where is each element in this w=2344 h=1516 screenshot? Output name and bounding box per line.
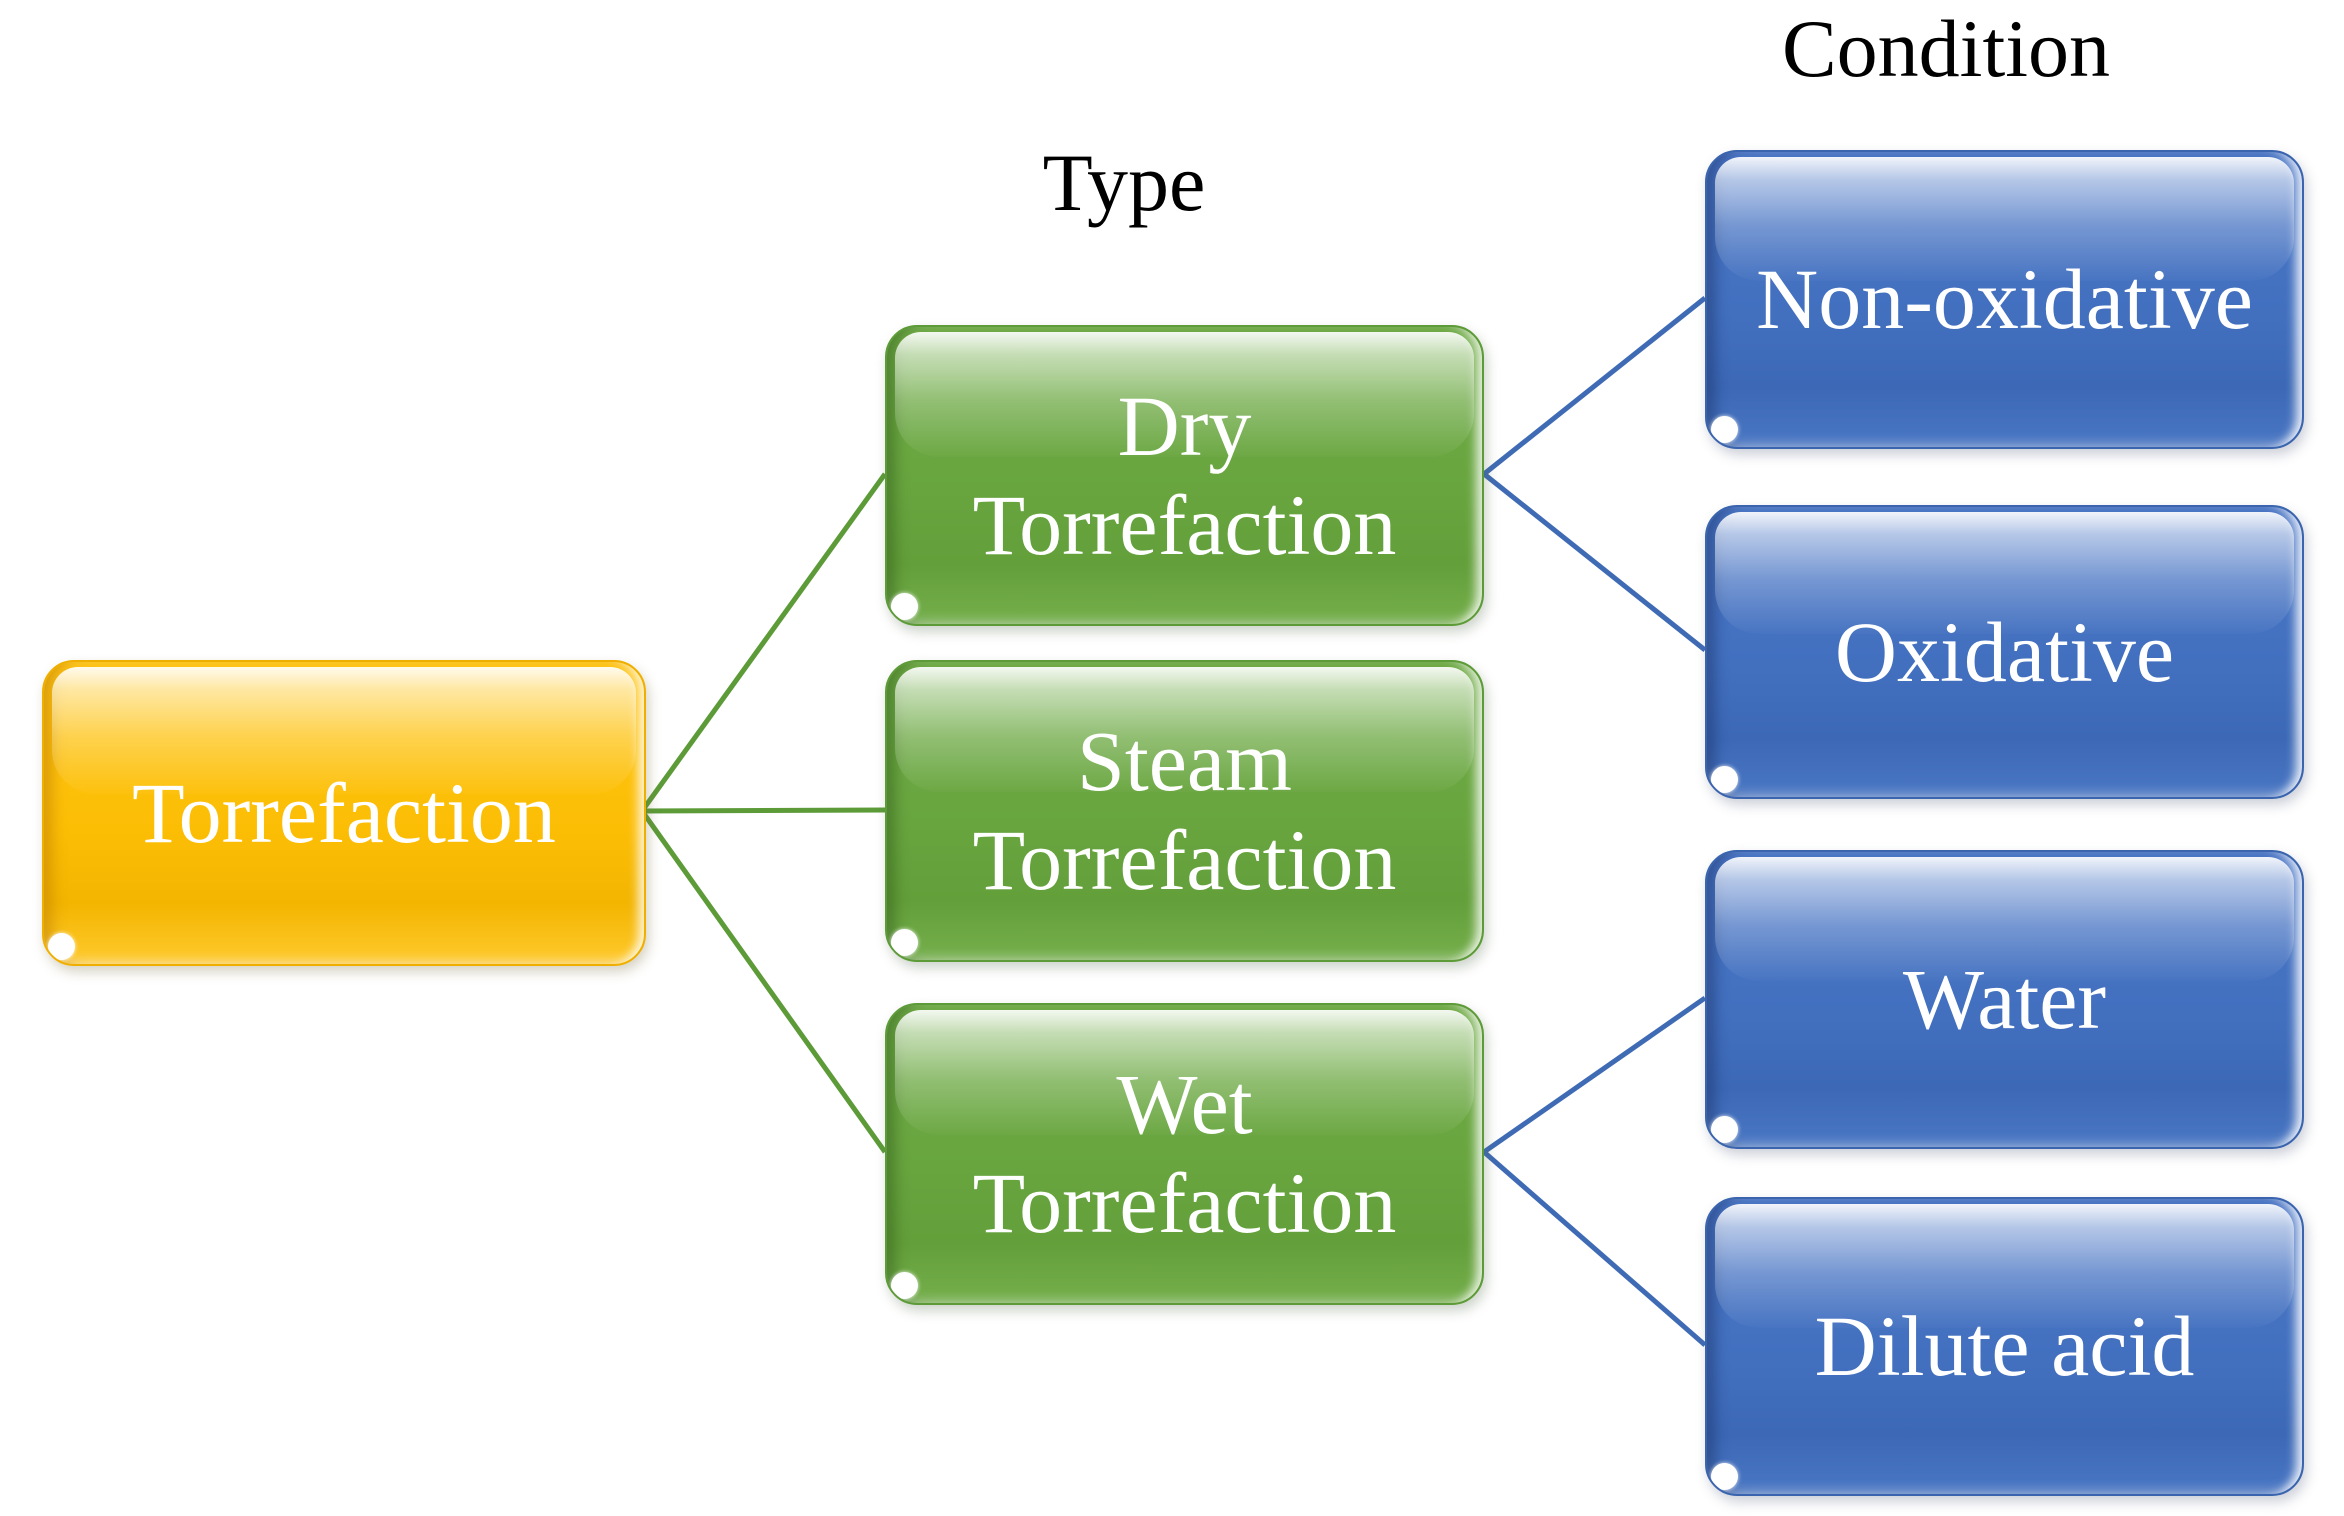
node-wet-torrefaction: Wet Torrefaction <box>885 1003 1484 1305</box>
node-dilute-acid-label: Dilute acid <box>1814 1298 2195 1395</box>
node-steam-torrefaction: Steam Torrefaction <box>885 660 1484 962</box>
node-water: Water <box>1705 850 2304 1149</box>
node-dry-torrefaction-label: Dry Torrefaction <box>972 377 1397 573</box>
edge-dry-nonoxidative <box>1482 296 1707 476</box>
node-non-oxidative-label: Non-oxidative <box>1756 251 2253 348</box>
node-wet-torrefaction-label: Wet Torrefaction <box>972 1056 1397 1251</box>
column-header-condition: Condition <box>1781 3 2111 94</box>
edge-torrefaction-wet <box>639 809 888 1154</box>
column-header-type: Type <box>1042 137 1206 228</box>
node-water-label: Water <box>1902 951 2107 1048</box>
edge-dry-oxidative <box>1482 472 1707 652</box>
node-non-oxidative: Non-oxidative <box>1705 150 2304 449</box>
edge-wet-diluteacid <box>1482 1150 1707 1347</box>
node-torrefaction-label: Torrefaction <box>132 764 556 861</box>
edge-wet-water <box>1482 995 1707 1155</box>
node-dilute-acid: Dilute acid <box>1705 1197 2304 1496</box>
node-dry-torrefaction: Dry Torrefaction <box>885 325 1484 626</box>
node-torrefaction: Torrefaction <box>42 660 646 966</box>
edge-torrefaction-steam <box>641 807 886 814</box>
node-oxidative: Oxidative <box>1705 505 2304 799</box>
node-oxidative-label: Oxidative <box>1834 603 2175 700</box>
node-steam-torrefaction-label: Steam Torrefaction <box>972 713 1397 908</box>
edge-torrefaction-dry <box>639 472 888 813</box>
